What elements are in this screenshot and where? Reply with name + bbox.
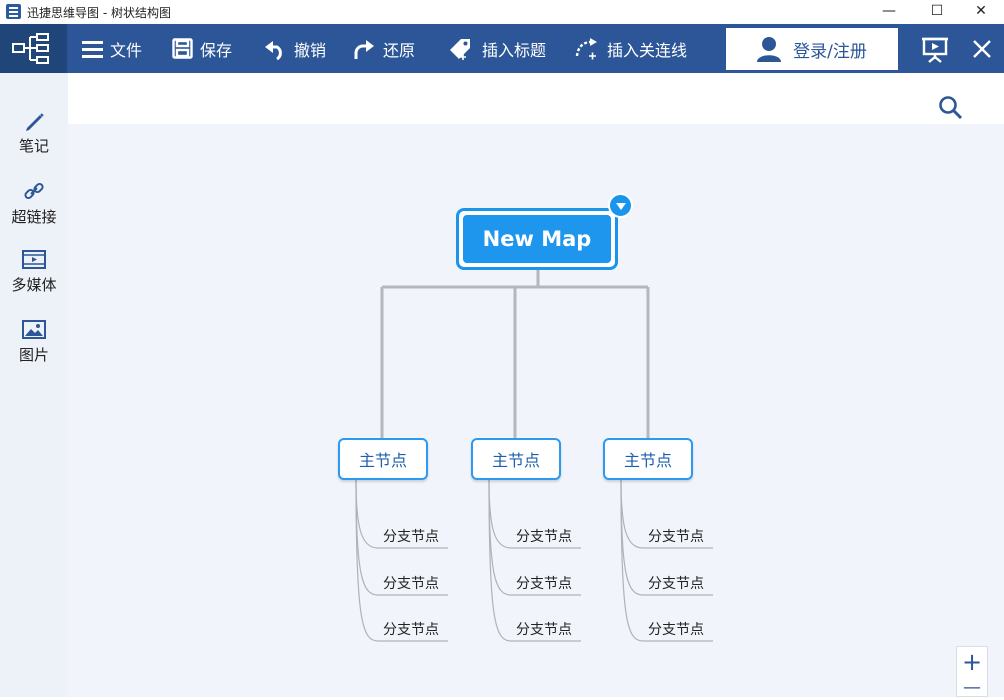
insert-relation-icon: [575, 37, 597, 59]
login-register-button[interactable]: 登录/注册: [726, 28, 898, 70]
close-icon: [973, 39, 991, 58]
mindmap-structure-icon: [12, 33, 49, 64]
search-icon[interactable]: [938, 95, 964, 121]
sidebar-item-label: 图片: [18, 346, 49, 364]
collapse-toggle-icon[interactable]: [608, 193, 633, 218]
window-title: 迅捷思维导图 - 树状结构图: [27, 6, 171, 20]
zoom-out-button[interactable]: —: [963, 677, 981, 698]
sidebar-item-multimedia[interactable]: 多媒体: [0, 249, 68, 295]
insert-title-label: 插入标题: [482, 40, 547, 60]
save-button[interactable]: 保存: [172, 24, 232, 73]
link-icon: [24, 182, 44, 200]
insert-relation-button[interactable]: 插入关连线: [574, 24, 687, 73]
left-sidebar: 笔记 超链接 多媒体 图片: [0, 73, 68, 697]
insert-title-icon: [450, 38, 470, 60]
branch-node[interactable]: 分支节点: [516, 529, 572, 545]
undo-label: 撤销: [294, 40, 327, 60]
branch-node[interactable]: 分支节点: [648, 576, 704, 592]
sidebar-item-image[interactable]: 图片: [0, 319, 68, 365]
sidebar-item-hyperlink[interactable]: 超链接: [0, 179, 68, 227]
search-bar: [68, 73, 1004, 124]
toolbar: 文件 保存 撤销 还原 插入标题 插入关连线 登录/注册: [0, 24, 1004, 73]
user-icon: [757, 37, 782, 62]
insert-relation-label: 插入关连线: [607, 40, 688, 60]
minimize-button[interactable]: —: [882, 3, 896, 19]
app-icon: [6, 4, 21, 19]
sidebar-item-label: 多媒体: [11, 276, 57, 294]
maximize-button[interactable]: ☐: [930, 3, 944, 19]
main-node-1[interactable]: 主节点: [338, 438, 428, 480]
video-icon: [22, 250, 46, 269]
redo-button[interactable]: 还原: [352, 24, 415, 73]
sidebar-item-label: 超链接: [11, 208, 57, 226]
branch-node[interactable]: 分支节点: [383, 576, 439, 592]
main-node-3[interactable]: 主节点: [603, 438, 693, 480]
undo-button[interactable]: 撤销: [263, 24, 326, 73]
redo-label: 还原: [383, 40, 416, 60]
file-menu-label: 文件: [110, 40, 143, 60]
zoom-in-button[interactable]: +: [961, 648, 983, 676]
outline-toggle-button[interactable]: [0, 24, 67, 73]
title-bar: 迅捷思维导图 - 树状结构图 — ☐ ✕: [0, 0, 1004, 24]
branch-node[interactable]: 分支节点: [383, 622, 439, 638]
redo-icon: [354, 39, 374, 59]
branch-node[interactable]: 分支节点: [516, 622, 572, 638]
close-editor-button[interactable]: [966, 24, 998, 73]
presentation-icon: [922, 37, 948, 63]
central-topic[interactable]: New Map: [456, 208, 618, 270]
branch-node[interactable]: 分支节点: [648, 622, 704, 638]
insert-title-button[interactable]: 插入标题: [447, 24, 546, 73]
save-label: 保存: [200, 40, 233, 60]
presentation-button[interactable]: [917, 24, 953, 73]
pencil-icon: [26, 113, 44, 131]
file-menu-button[interactable]: 文件: [82, 24, 142, 73]
branch-node[interactable]: 分支节点: [383, 529, 439, 545]
sidebar-item-notes[interactable]: 笔记: [0, 110, 68, 156]
save-icon: [172, 38, 193, 59]
zoom-controls: + —: [956, 646, 988, 698]
menu-icon: [82, 40, 103, 58]
branch-node[interactable]: 分支节点: [648, 529, 704, 545]
sidebar-item-label: 笔记: [18, 137, 49, 155]
close-window-button[interactable]: ✕: [975, 3, 987, 19]
main-node-2[interactable]: 主节点: [471, 438, 561, 480]
branch-node[interactable]: 分支节点: [516, 576, 572, 592]
login-register-label: 登录/注册: [793, 41, 867, 62]
undo-icon: [265, 40, 282, 60]
image-icon: [22, 320, 46, 339]
central-topic-label: New Map: [463, 215, 611, 263]
